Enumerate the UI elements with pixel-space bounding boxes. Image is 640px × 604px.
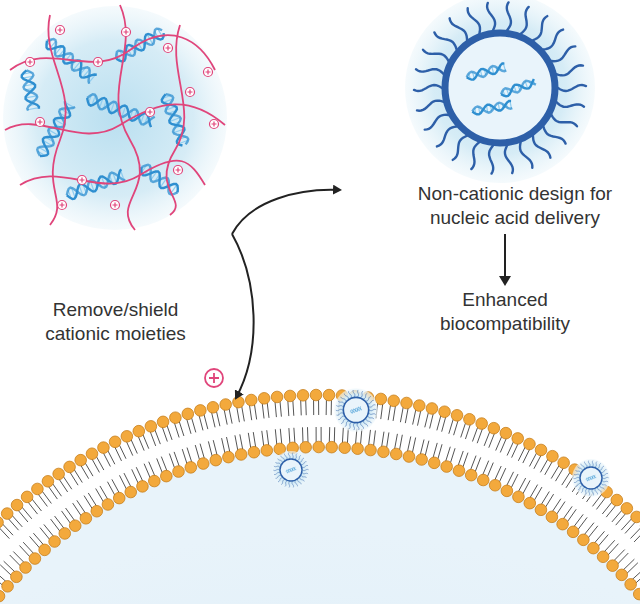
dna-helix — [286, 467, 296, 473]
node-text: Enhanced biocompatibility — [425, 288, 585, 336]
dna-helix — [586, 475, 596, 481]
charge-symbol — [204, 68, 213, 77]
dna-helix — [350, 406, 362, 413]
charge-symbol — [78, 176, 87, 185]
cationic-polymer — [5, 104, 225, 133]
cationic-polymer — [20, 161, 205, 185]
arrow-connector — [504, 234, 506, 284]
charge-symbol — [210, 120, 219, 129]
particle-node: Non-cationic design for nucleic acid del… — [395, 0, 635, 230]
charge-symbol — [36, 118, 45, 127]
dna-helix — [466, 63, 507, 81]
charge-symbol — [164, 44, 173, 53]
positive-charge-symbol — [205, 369, 223, 387]
small-particles — [272, 388, 610, 497]
cationic-polyplex — [3, 5, 227, 230]
dna-helix — [35, 101, 75, 159]
annotation-label: Remove/shield cationic moieties — [18, 298, 213, 346]
non-cationic-particle — [334, 388, 378, 432]
non-cationic-particle — [405, 0, 595, 183]
dna-helix — [500, 78, 537, 98]
charge-symbol — [58, 201, 67, 210]
dna-helix — [21, 69, 40, 110]
curved-arrow — [232, 234, 254, 398]
cationic-polymer — [118, 5, 140, 230]
dna-helix — [65, 169, 125, 201]
charge-symbol — [122, 28, 131, 37]
charge-symbol — [111, 201, 120, 210]
node-text: Non-cationic design for nucleic acid del… — [395, 182, 635, 230]
cationic-polymer — [48, 15, 65, 225]
dna-helix — [113, 27, 166, 64]
dna-helix — [160, 92, 190, 147]
curved-arrow — [232, 190, 340, 234]
text-node: Enhanced biocompatibility — [425, 288, 585, 336]
charge-symbol — [146, 108, 155, 117]
cationic-polymer — [10, 35, 215, 70]
non-cationic-particle — [272, 451, 310, 489]
charge-symbol — [186, 88, 195, 97]
charge-symbol — [94, 58, 103, 67]
dna-helix — [472, 101, 513, 116]
charge-symbol — [26, 58, 35, 67]
non-cationic-particle — [572, 459, 610, 497]
charge-symbol — [56, 26, 65, 35]
polyplex-halo — [3, 6, 227, 230]
particle-drawing — [395, 0, 635, 190]
cationic-polymer — [166, 25, 184, 215]
charge-symbol — [174, 166, 183, 175]
cell-membrane — [0, 389, 640, 604]
